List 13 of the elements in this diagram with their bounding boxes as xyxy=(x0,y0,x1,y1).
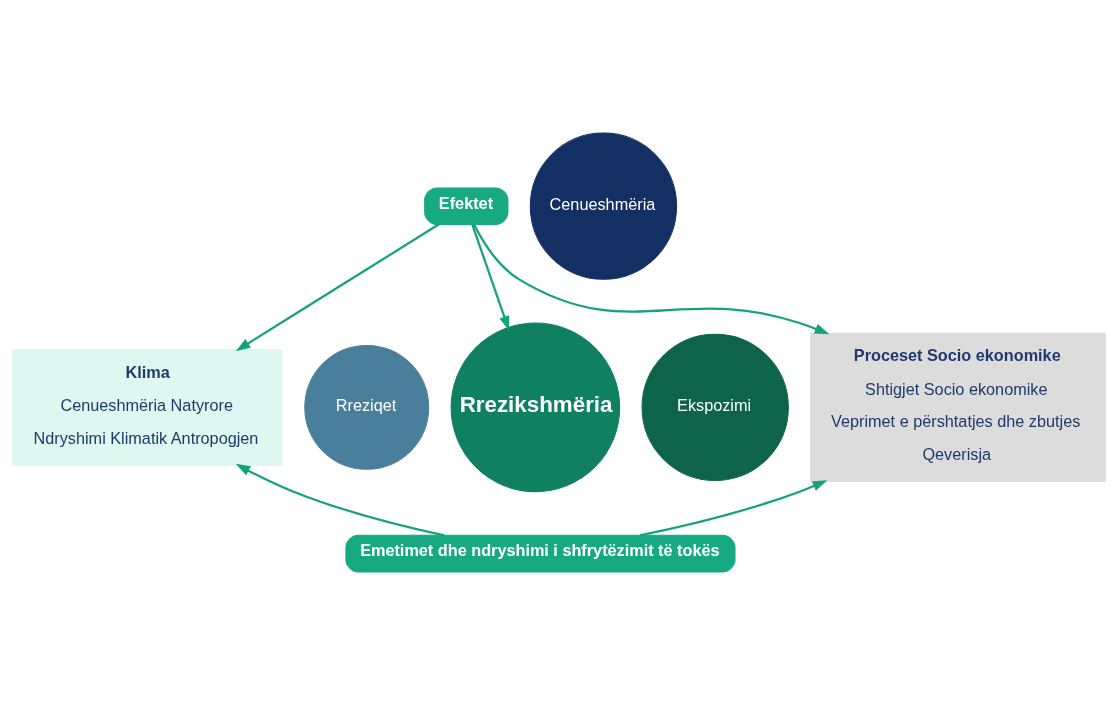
node-circle: Cenueshmëria xyxy=(529,132,678,280)
node-box: Proceset Socio ekonomike Shtigjet Socio ekonomike Veprimet e përshtatjes dhe zbutjes Qeverisja xyxy=(810,332,1106,482)
node-box: Efektet xyxy=(424,186,509,225)
arrow xyxy=(473,223,830,334)
node-circle: Ekspozimi xyxy=(641,333,789,481)
arrow xyxy=(471,223,510,331)
node-box: Klima Cenueshmëria Natyrore Ndryshimi Klimatik Antropogjen xyxy=(12,348,283,466)
arrow xyxy=(639,479,828,536)
arrow xyxy=(235,223,440,351)
node-circle: Rrezikshmëria xyxy=(450,322,621,492)
node-box: Emetimet dhe ndryshimi i shfrytëzimit të tokës xyxy=(345,534,736,572)
arrow xyxy=(235,463,445,536)
node-circle: Rreziqet xyxy=(304,344,430,470)
